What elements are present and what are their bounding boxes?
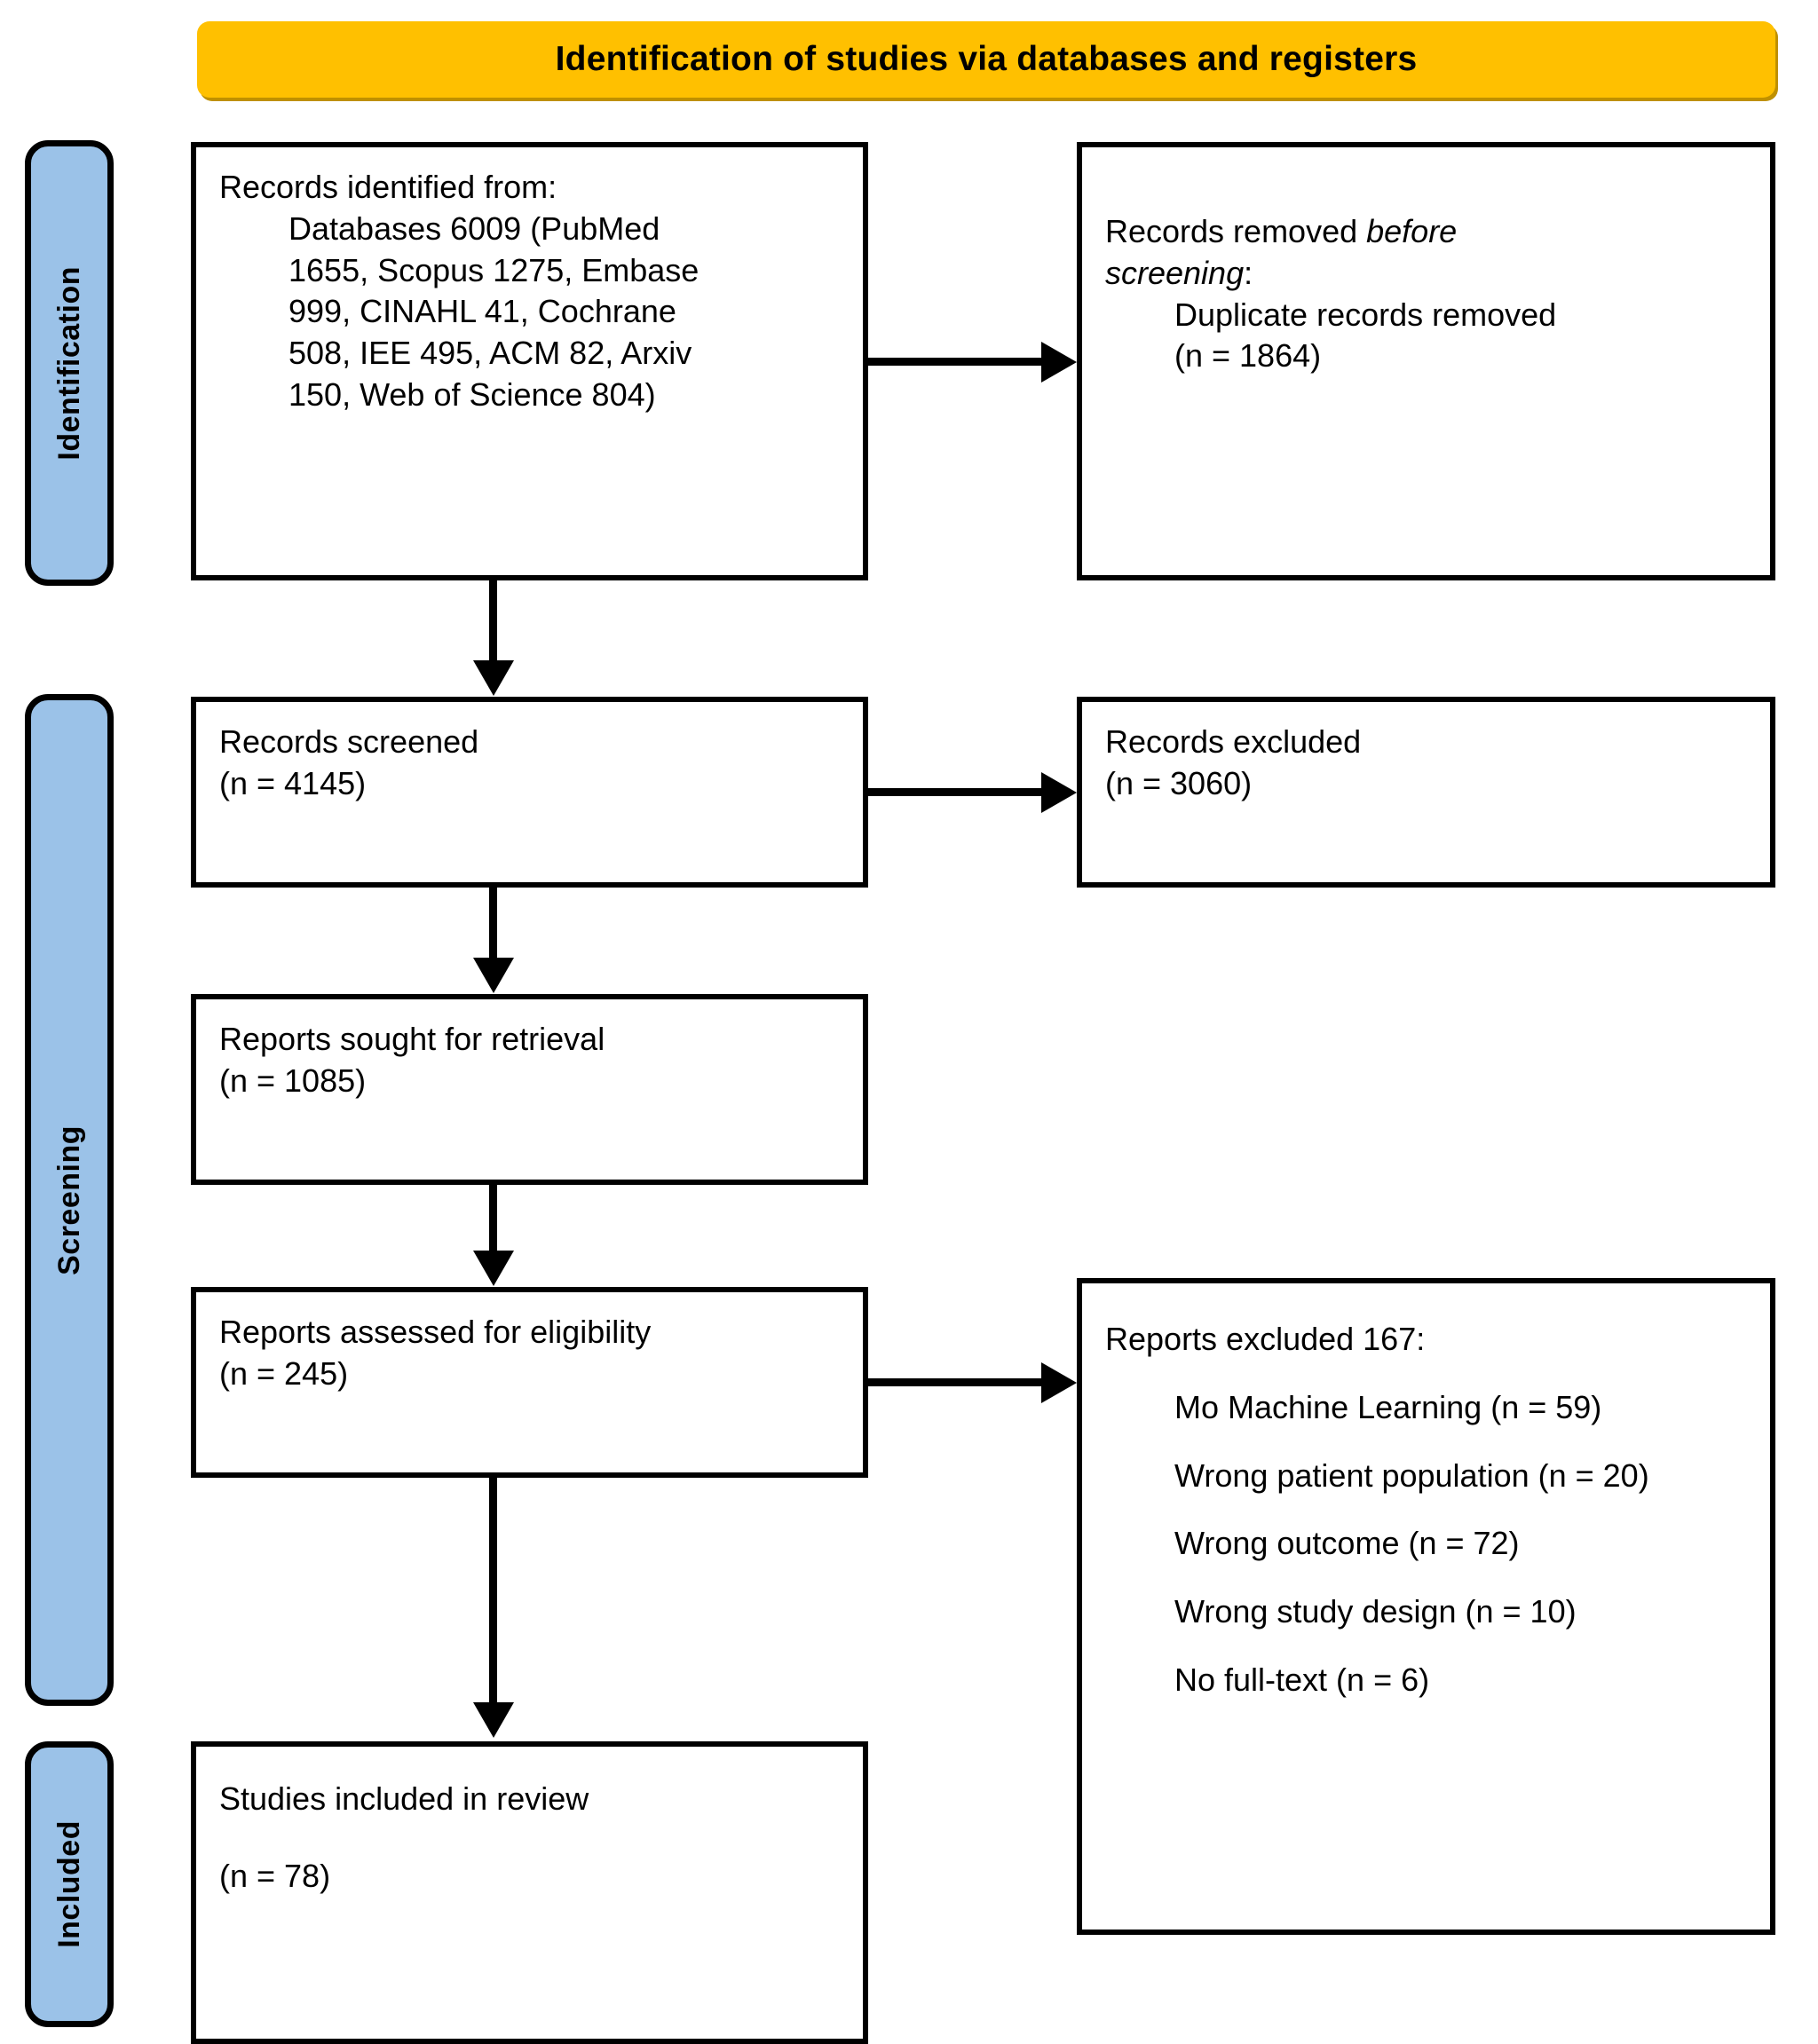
- records-removed-line1: Records removed before: [1105, 211, 1747, 253]
- stage-tab-included-label: Included: [51, 1820, 86, 1948]
- connector-identified-to-removed: [868, 358, 1046, 366]
- arrowhead-screened-to-sought: [472, 958, 514, 993]
- connector-screened-to-sought: [489, 888, 497, 961]
- stage-tab-screening: Screening: [25, 694, 114, 1706]
- records-identified-line5: 508, IEE 495, ACM 82, Arxiv: [289, 335, 692, 372]
- connector-sought-to-eligibility: [489, 1185, 497, 1254]
- reports-excluded-reason: Wrong outcome (n = 72): [1174, 1525, 1520, 1562]
- box-reports-excluded: Reports excluded 167: Mo Machine Learnin…: [1077, 1278, 1775, 1935]
- connector-eligibility-to-included: [489, 1478, 497, 1706]
- records-removed-line3: Duplicate records removed: [1174, 296, 1557, 333]
- records-identified-line4: 999, CINAHL 41, Cochrane: [289, 293, 676, 330]
- connector-screened-to-records-excluded: [868, 788, 1046, 796]
- reports-sought-count: (n = 1085): [219, 1061, 367, 1099]
- box-reports-assessed-for-eligibility: Reports assessed for eligibility (n = 24…: [191, 1287, 868, 1478]
- stage-tab-screening-label: Screening: [51, 1125, 86, 1275]
- arrowhead-eligibility-to-reports-excluded: [1041, 1361, 1077, 1403]
- reports-excluded-reason: Mo Machine Learning (n = 59): [1174, 1388, 1602, 1425]
- arrowhead-eligibility-to-included: [472, 1702, 514, 1738]
- arrowhead-identified-to-screened: [472, 660, 514, 696]
- stage-tab-identification-label: Identification: [51, 265, 86, 461]
- reports-eligibility-count: (n = 245): [219, 1354, 349, 1392]
- records-identified-line3: 1655, Scopus 1275, Embase: [289, 251, 700, 288]
- records-screened-count: (n = 4145): [219, 764, 367, 801]
- records-screened-label: Records screened: [219, 723, 479, 760]
- diagram-title-banner: Identification of studies via databases …: [197, 21, 1775, 98]
- stage-tab-identification: Identification: [25, 140, 114, 586]
- reports-eligibility-label: Reports assessed for eligibility: [219, 1314, 652, 1350]
- box-records-identified: Records identified from: Databases 6009 …: [191, 142, 868, 580]
- records-removed-line2-italic: screening: [1105, 254, 1245, 291]
- reports-excluded-reason: No full-text (n = 6): [1174, 1661, 1430, 1698]
- records-excluded-count: (n = 3060): [1105, 764, 1253, 801]
- reports-excluded-reason: Wrong patient population (n = 20): [1174, 1456, 1649, 1494]
- box-records-screened: Records screened (n = 4145): [191, 697, 868, 888]
- box-reports-sought-for-retrieval: Reports sought for retrieval (n = 1085): [191, 994, 868, 1185]
- studies-included-label: Studies included in review: [219, 1780, 589, 1817]
- reports-sought-label: Reports sought for retrieval: [219, 1021, 605, 1057]
- records-identified-line6: 150, Web of Science 804): [289, 375, 656, 413]
- box-records-removed-before-screening: Records removed before screening: Duplic…: [1077, 142, 1775, 580]
- box-records-excluded: Records excluded (n = 3060): [1077, 697, 1775, 888]
- records-identified-line1: Records identified from:: [219, 169, 557, 205]
- arrowhead-sought-to-eligibility: [472, 1251, 514, 1286]
- records-removed-line1-pre: Records removed: [1105, 213, 1367, 249]
- records-removed-line2: screening:: [1105, 253, 1747, 295]
- box-studies-included-in-review: Studies included in review (n = 78): [191, 1741, 868, 2044]
- reports-excluded-reason: Wrong study design (n = 10): [1174, 1593, 1577, 1630]
- studies-included-count: (n = 78): [219, 1857, 331, 1894]
- records-removed-line1-italic: before: [1366, 213, 1458, 249]
- arrowhead-screened-to-records-excluded: [1041, 771, 1077, 813]
- records-removed-line2-post: :: [1244, 254, 1253, 291]
- records-removed-line4: (n = 1864): [1174, 337, 1322, 375]
- reports-excluded-heading: Reports excluded 167:: [1105, 1321, 1426, 1357]
- connector-identified-to-screened: [489, 580, 497, 664]
- records-identified-line2: Databases 6009 (PubMed: [289, 209, 660, 247]
- diagram-title: Identification of studies via databases …: [555, 40, 1418, 78]
- stage-tab-included: Included: [25, 1741, 114, 2027]
- records-excluded-label: Records excluded: [1105, 723, 1362, 760]
- arrowhead-identified-to-removed: [1041, 341, 1077, 383]
- connector-eligibility-to-reports-excluded: [868, 1378, 1046, 1386]
